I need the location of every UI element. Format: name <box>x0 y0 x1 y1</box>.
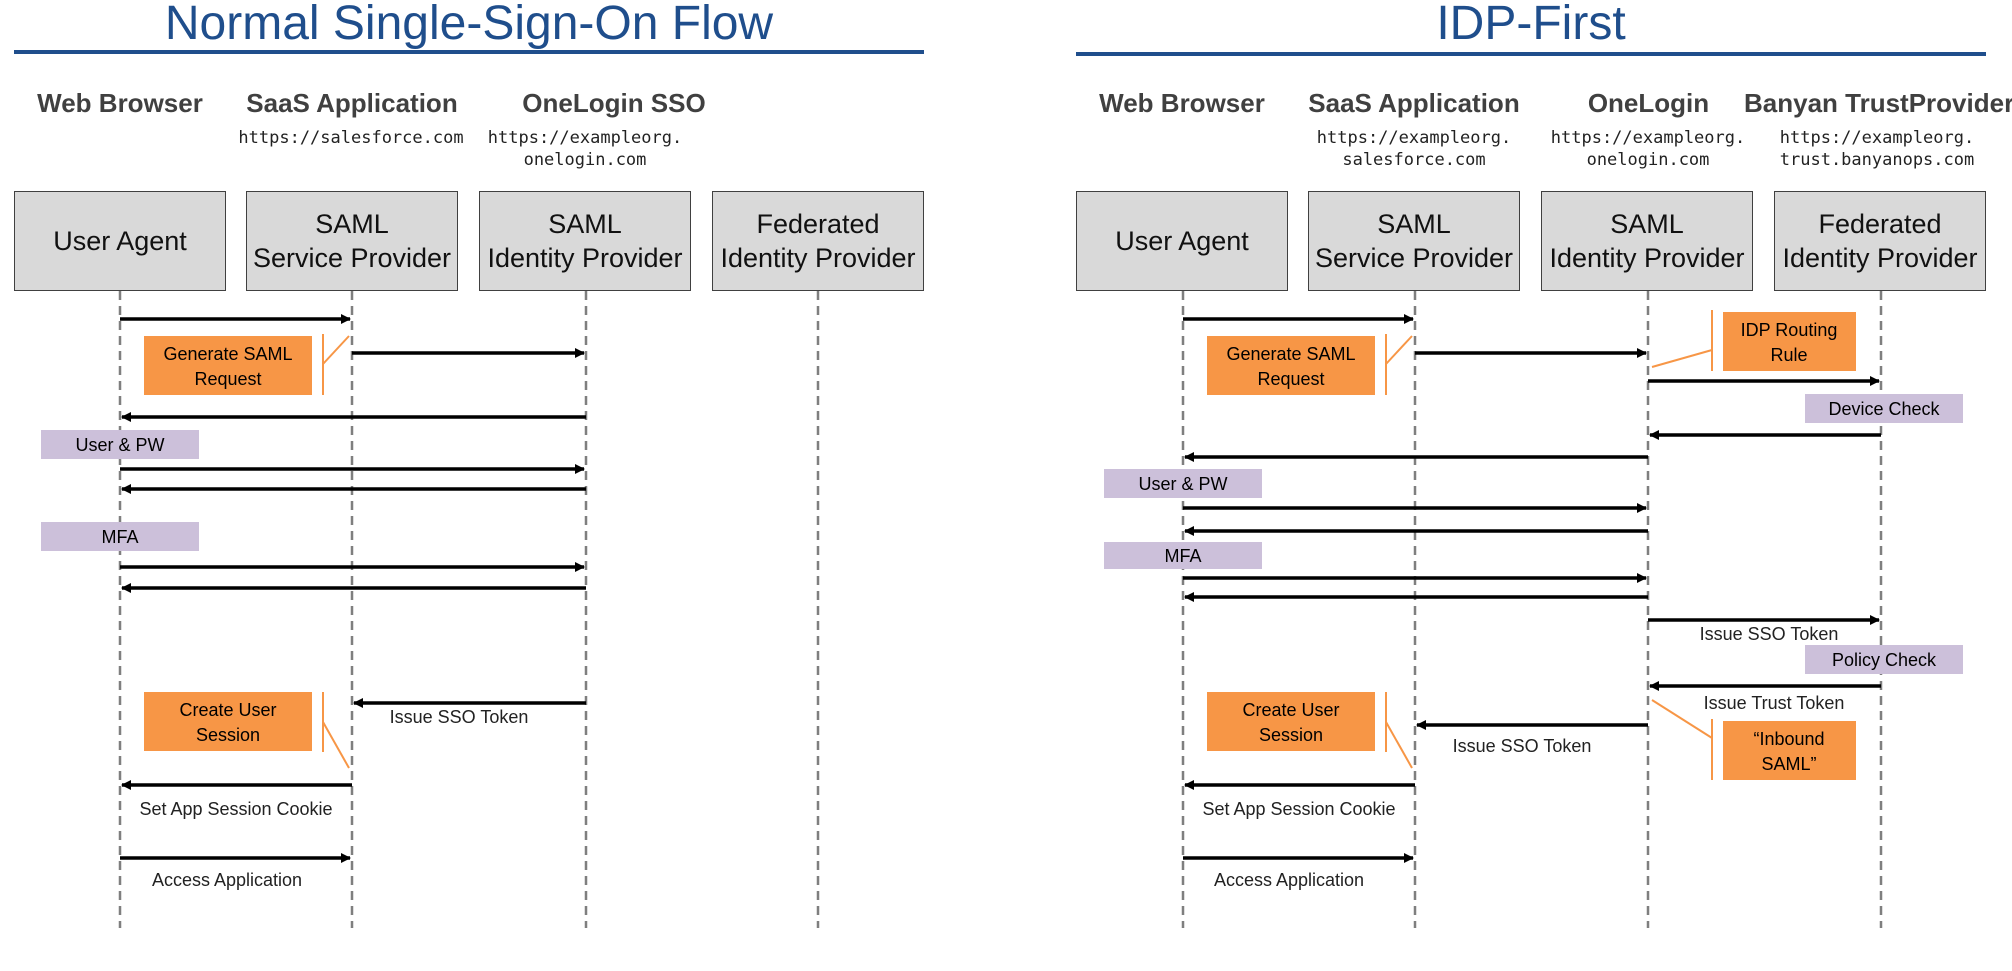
left-actor-saml-service-provider: SAML Service Provider <box>246 191 458 291</box>
right-title-rule <box>1076 52 1986 56</box>
right-note-create-user-session-text-2: Session <box>1259 725 1323 745</box>
right-url-onelogin: https://exampleorg. onelogin.com <box>1550 128 1746 170</box>
right-messages <box>1183 314 1881 863</box>
right-note-policy-check-text: Policy Check <box>1832 650 1937 670</box>
left-label-set-cookie: Set App Session Cookie <box>139 799 332 819</box>
left-title: Normal Single-Sign-On Flow <box>164 0 774 50</box>
right-note-mfa: MFA <box>1104 542 1262 569</box>
right-note-create-user-session-text: Create User <box>1242 700 1339 720</box>
right-label-access-app: Access Application <box>1214 870 1364 890</box>
right-actor-saml-service-provider: SAML Service Provider <box>1308 191 1520 291</box>
right-label-issue-sso-token-2: Issue SSO Token <box>1453 736 1592 756</box>
left-note-create-user-session: Create User Session <box>144 692 350 769</box>
right-note-inbound-saml: “Inbound SAML” <box>1651 699 1856 780</box>
left-url-onelogin: https://exampleorg. onelogin.com <box>487 128 683 170</box>
left-lifelines <box>118 291 820 928</box>
left-actor-federated-identity-provider: Federated Identity Provider <box>712 191 924 291</box>
right-note-inbound-saml-text: “Inbound <box>1753 729 1824 749</box>
left-header-onelogin-sso: OneLogin SSO <box>522 88 706 118</box>
right-actor-saml-identity-provider: SAML Identity Provider <box>1541 191 1753 291</box>
right-note-device-check-text: Device Check <box>1828 399 1940 419</box>
right-note-user-pw: User & PW <box>1104 469 1262 498</box>
right-header-banyan-trustprovider: Banyan TrustProvider <box>1744 88 2012 118</box>
right-note-idp-routing-rule: IDP Routing Rule <box>1651 310 1856 371</box>
right-url-saas: https://exampleorg. salesforce.com <box>1316 128 1512 170</box>
left-url-saas: https://salesforce.com <box>238 128 464 148</box>
right-label-set-cookie: Set App Session Cookie <box>1202 799 1395 819</box>
right-url-banyan: https://exampleorg. trust.banyanops.com <box>1779 128 1975 170</box>
left-note-generate-saml-text-2: Request <box>194 369 261 389</box>
right-header-web-browser: Web Browser <box>1099 88 1265 118</box>
right-note-generate-saml-text-2: Request <box>1257 369 1324 389</box>
left-note-mfa-text: MFA <box>101 527 138 547</box>
right-label-issue-trust-token: Issue Trust Token <box>1704 693 1845 713</box>
right-note-generate-saml: Generate SAML Request <box>1207 334 1413 395</box>
left-messages <box>120 314 586 863</box>
right-note-device-check: Device Check <box>1805 394 1963 423</box>
left-label-access-app: Access Application <box>152 870 302 890</box>
right-header-onelogin: OneLogin <box>1587 88 1710 118</box>
right-note-user-pw-text: User & PW <box>1138 474 1227 494</box>
left-actor-user-agent: User Agent <box>14 191 226 291</box>
right-actor-federated-identity-provider: Federated Identity Provider <box>1774 191 1986 291</box>
left-note-create-user-session-text: Create User <box>179 700 276 720</box>
right-note-policy-check: Policy Check <box>1805 645 1963 674</box>
right-note-idp-routing-rule-text: IDP Routing <box>1741 320 1838 340</box>
left-note-create-user-session-text-2: Session <box>196 725 260 745</box>
right-note-generate-saml-text: Generate SAML <box>1226 344 1355 364</box>
left-note-generate-saml-text: Generate SAML <box>163 344 292 364</box>
left-note-mfa: MFA <box>41 522 199 551</box>
left-note-user-pw-text: User & PW <box>75 435 164 455</box>
right-note-mfa-text: MFA <box>1164 546 1201 566</box>
left-actor-saml-identity-provider: SAML Identity Provider <box>479 191 691 291</box>
right-title: IDP-First <box>1436 0 1626 50</box>
right-note-idp-routing-rule-text-2: Rule <box>1770 345 1807 365</box>
left-label-issue-sso-token: Issue SSO Token <box>390 707 529 727</box>
right-note-create-user-session: Create User Session <box>1207 692 1413 769</box>
right-header-saas-application: SaaS Application <box>1308 88 1520 118</box>
left-title-rule <box>14 50 924 54</box>
right-label-issue-sso-token-1: Issue SSO Token <box>1700 624 1839 644</box>
left-header-web-browser: Web Browser <box>37 88 203 118</box>
left-header-saas-application: SaaS Application <box>246 88 458 118</box>
left-note-generate-saml: Generate SAML Request <box>144 334 350 395</box>
right-actor-user-agent: User Agent <box>1076 191 1288 291</box>
left-note-user-pw: User & PW <box>41 430 199 459</box>
right-note-inbound-saml-text-2: SAML” <box>1761 754 1816 774</box>
